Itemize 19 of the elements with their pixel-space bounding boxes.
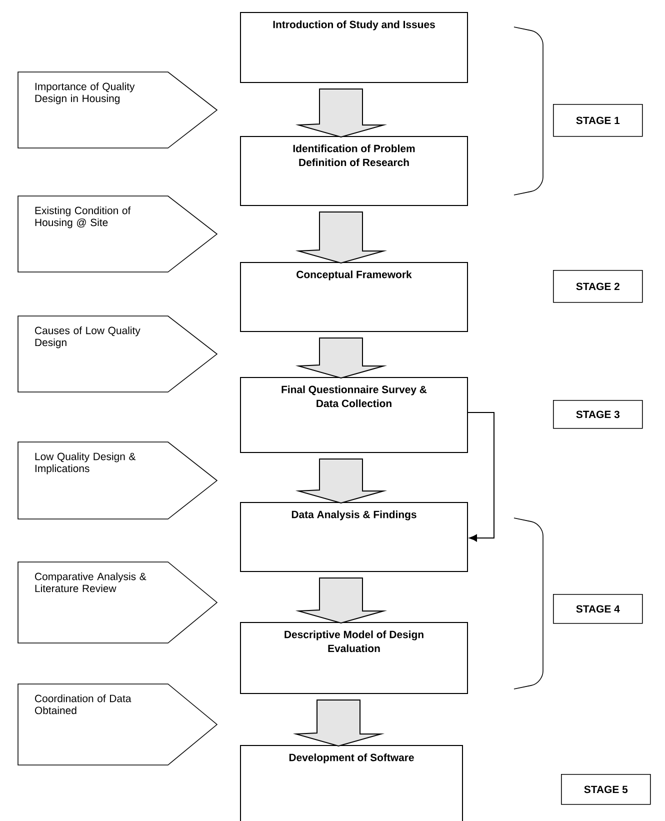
stage-box: STAGE 4 bbox=[553, 594, 643, 624]
process-box: Final Questionnaire Survey & Data Collection bbox=[240, 377, 468, 453]
process-box: Conceptual Framework bbox=[240, 262, 468, 332]
process-box: Identification of Problem Definition of Research bbox=[240, 136, 468, 206]
block-arrow bbox=[295, 212, 388, 264]
block-arrow bbox=[295, 338, 388, 379]
process-box: Descriptive Model of Design Evaluation bbox=[240, 622, 468, 694]
process-box: Development of Software bbox=[240, 745, 463, 821]
stage-box: STAGE 5 bbox=[561, 774, 651, 805]
block-arrow bbox=[295, 88, 388, 138]
stage-box: STAGE 2 bbox=[553, 270, 643, 303]
block-arrow bbox=[292, 700, 385, 747]
arrow bbox=[468, 412, 494, 542]
stage-box: STAGE 3 bbox=[553, 400, 643, 429]
block-arrow bbox=[295, 458, 388, 504]
block-arrow bbox=[295, 578, 388, 624]
process-box: Data Analysis & Findings bbox=[240, 502, 468, 572]
process-box: Introduction of Study and Issues bbox=[240, 12, 468, 83]
stage-box: STAGE 1 bbox=[553, 104, 643, 137]
